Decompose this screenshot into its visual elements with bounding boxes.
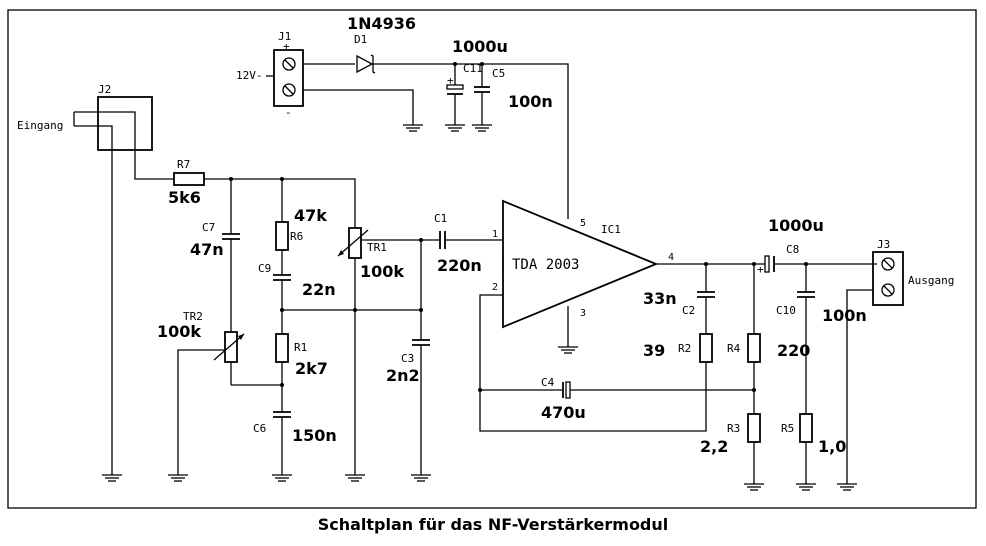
pin-5-label: 5 (580, 218, 586, 229)
j1-minus-label: - (285, 106, 292, 119)
c10-value: 100n (822, 306, 867, 325)
c11-value: 1000u (452, 37, 508, 56)
supply-label: 12V- (236, 69, 263, 82)
tr2-label: TR2 (183, 310, 203, 323)
resistor-r7 (173, 172, 205, 186)
c9-label: C9 (258, 262, 271, 275)
diode-d1 (356, 54, 376, 74)
c2-value: 33n (643, 289, 677, 308)
c6-label: C6 (253, 422, 266, 435)
r2-label: R2 (678, 342, 691, 355)
c5-value: 100n (508, 92, 553, 111)
resistor-r3 (744, 413, 764, 491)
tr2-value: 100k (157, 322, 201, 341)
r1-value: 2k7 (295, 359, 328, 378)
r4-label: R4 (727, 342, 741, 355)
ic-type-label: TDA 2003 (512, 257, 579, 273)
capacitor-c6 (272, 411, 292, 482)
c1-value: 220n (437, 256, 482, 275)
resistor-r6 (275, 179, 289, 275)
cap-polarity-plus: + (447, 74, 454, 87)
r3-label: R3 (727, 422, 740, 435)
r2-value: 39 (643, 341, 665, 360)
c3-value: 2n2 (386, 366, 420, 385)
j1-plus-label: + (283, 40, 290, 53)
c4-value: 470u (541, 403, 586, 422)
c7-label: C7 (202, 221, 215, 234)
j2-label: J2 (98, 83, 111, 96)
c10-label: C10 (776, 304, 796, 317)
j3-label: J3 (877, 238, 890, 251)
connector-j1 (273, 49, 304, 107)
r3-value: 2,2 (700, 437, 728, 456)
r6-label: R6 (290, 230, 303, 243)
c9-value: 22n (302, 280, 336, 299)
connector-j3 (872, 251, 904, 306)
resistor-r5 (796, 413, 816, 491)
c11-label: C11 (463, 62, 483, 75)
r4-value: 220 (777, 341, 810, 360)
pin-4-label: 4 (668, 252, 674, 263)
schematic-frame (7, 9, 977, 509)
r7-label: R7 (177, 158, 190, 171)
d1-type-label: 1N4936 (347, 14, 416, 33)
pin-1-label: 1 (492, 229, 498, 240)
tr1-label: TR1 (367, 241, 387, 254)
c5-label: C5 (492, 67, 505, 80)
c2-label: C2 (682, 304, 695, 317)
resistor-r2 (699, 333, 713, 363)
c8-label: C8 (786, 243, 799, 256)
r5-label: R5 (781, 422, 794, 435)
capacitor-c8 (764, 255, 877, 273)
connector-j2-jack (73, 96, 153, 151)
c7-value: 47n (190, 240, 224, 259)
j1-label: J1 (278, 30, 291, 43)
c6-value: 150n (292, 426, 337, 445)
ic1-label: IC1 (601, 223, 621, 236)
capacitor-c4 (480, 381, 754, 399)
cap-polarity-plus: + (757, 263, 764, 276)
potentiometer-tr2 (177, 331, 245, 475)
resistor-r1 (275, 333, 289, 412)
tr1-value: 100k (360, 262, 404, 281)
capacitor-c1 (439, 231, 503, 249)
capacitor-c7 (222, 179, 240, 332)
pin-2-label: 2 (492, 282, 498, 293)
capacitor-c11 (445, 64, 465, 132)
r1-label: R1 (294, 341, 307, 354)
r6-value: 47k (294, 206, 327, 225)
c8-value: 1000u (768, 216, 824, 235)
ausgang-label: Ausgang (908, 274, 954, 287)
potentiometer-tr1 (337, 227, 440, 482)
capacitor-c10 (797, 264, 815, 414)
c4-label: C4 (541, 376, 555, 389)
resistor-r4 (747, 264, 761, 414)
r7-value: 5k6 (168, 188, 201, 207)
capacitor-c3 (411, 240, 431, 482)
capacitor-c9 (273, 274, 291, 334)
capacitor-c2 (697, 264, 715, 334)
ground-symbol (403, 124, 423, 132)
r5-value: 1,0 (818, 437, 846, 456)
schematic-caption: Schaltplan für das NF-Verstärkermodul (317, 515, 669, 534)
eingang-label: Eingang (17, 119, 63, 132)
capacitor-c5 (472, 64, 492, 132)
pin-3-label: 3 (580, 308, 586, 319)
c3-label: C3 (401, 352, 414, 365)
d1-label: D1 (354, 33, 367, 46)
c1-label: C1 (434, 212, 447, 225)
